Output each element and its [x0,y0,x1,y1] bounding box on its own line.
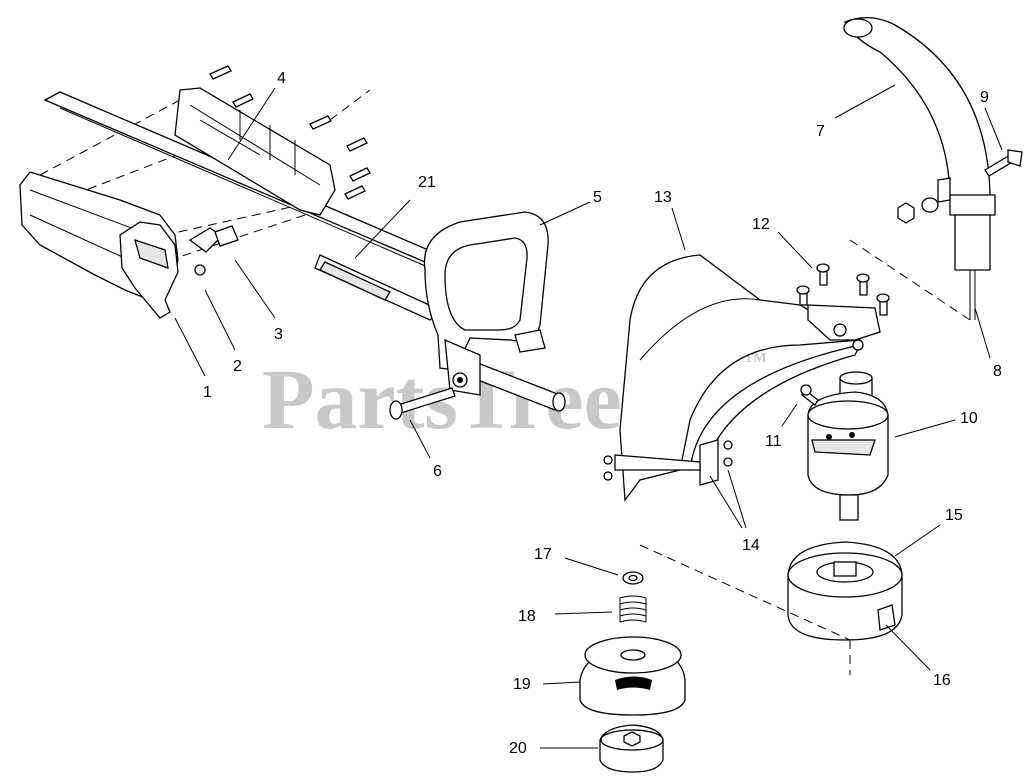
label-1: 1 [203,384,212,401]
spool-assembly [579,571,686,773]
label-9: 9 [980,89,989,106]
label-14: 14 [742,537,760,554]
label-12: 12 [752,216,770,233]
label-7: 7 [816,123,825,140]
guard-assembly [603,254,890,502]
label-19: 19 [513,676,531,693]
part-labels: 1 2 3 4 5 6 7 8 9 10 11 12 13 14 15 16 1… [203,70,1002,757]
label-10: 10 [960,410,978,427]
label-15: 15 [945,507,963,524]
housing-screws [209,65,371,200]
label-18: 18 [518,608,536,625]
label-20: 20 [509,740,527,757]
label-5: 5 [593,189,602,206]
label-11: 11 [765,433,782,450]
trimmer-head-assembly [639,541,903,675]
label-21: 21 [418,174,436,191]
shaft-assembly [19,65,566,420]
label-4: 4 [277,70,286,87]
label-16: 16 [933,672,951,689]
label-3: 3 [274,326,283,343]
label-17: 17 [534,546,552,563]
label-2: 2 [233,358,242,375]
label-6: 6 [433,463,442,480]
upper-tube-assembly [843,17,1023,321]
gearhead-assembly [800,371,889,521]
label-13: 13 [654,189,672,206]
label-8: 8 [993,363,1002,380]
leader-lines [174,84,1003,749]
